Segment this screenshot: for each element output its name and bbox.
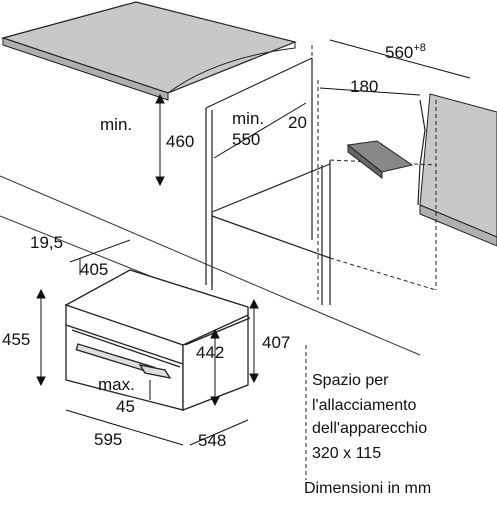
dimension-arrows xyxy=(36,39,471,446)
dashed-guides xyxy=(305,45,437,480)
label-body-depth-side: 407 xyxy=(262,333,290,352)
label-niche-depth: 560+8 xyxy=(385,42,426,62)
label-min-height: 460 xyxy=(166,132,194,151)
countertop-left xyxy=(0,1,297,101)
note-line-2: l'allacciamento xyxy=(312,397,417,414)
label-body-depth: 548 xyxy=(198,431,226,450)
label-min-width-prefix: min. xyxy=(232,109,264,128)
label-total-height: 455 xyxy=(2,330,30,349)
label-min-height-prefix: min. xyxy=(100,115,132,134)
label-vent-depth: 180 xyxy=(350,77,378,96)
label-door-prefix: max. xyxy=(98,375,135,394)
note-line-3: dell'apparecchio xyxy=(312,420,427,437)
connection-note: Spazio per l'allacciamento dell'apparecc… xyxy=(304,372,431,497)
label-inner-width: 405 xyxy=(80,260,108,279)
appliance xyxy=(64,269,251,411)
label-total-width: 595 xyxy=(94,430,122,449)
note-line-4: 320 x 115 xyxy=(312,445,381,462)
label-door-value: 45 xyxy=(116,397,135,416)
label-body-height: 442 xyxy=(196,343,224,362)
label-min-width: 550 xyxy=(232,130,260,149)
dimension-labels: 560+8 180 min. 460 min. 550 20 19,5 405 … xyxy=(2,42,426,450)
cabinet-niche xyxy=(205,57,426,305)
units-note: Dimensioni in mm xyxy=(304,480,431,497)
label-gap: 20 xyxy=(288,113,307,132)
label-front-offset: 19,5 xyxy=(30,233,63,252)
countertop-right xyxy=(419,93,497,247)
note-line-1: Spazio per xyxy=(312,372,389,389)
vent-opening xyxy=(346,140,414,180)
